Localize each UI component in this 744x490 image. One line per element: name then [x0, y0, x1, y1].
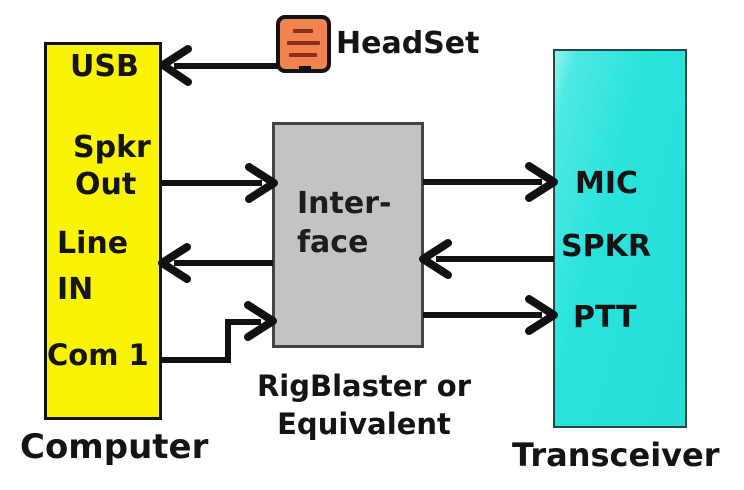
interface-caption-line1: RigBlaster or [256, 369, 472, 403]
arrow-head [159, 45, 192, 86]
arrow-head [525, 162, 558, 202]
headset-icon-tab [299, 66, 311, 71]
arrow-com1-to-interface [160, 301, 277, 363]
interface-caption-line2: Equivalent [277, 407, 451, 441]
arrow-interface-to-ptt [423, 295, 558, 335]
port-label-spkr: Spkr [73, 130, 151, 165]
headset-icon [276, 15, 331, 73]
arrow-interface-to-mic [423, 162, 558, 202]
arrow-head [245, 163, 278, 203]
transceiver-box [553, 49, 687, 428]
transceiver-caption: Transceiver [512, 436, 720, 474]
arrow-head [419, 239, 452, 279]
arrow-spkrout-to-interface [161, 163, 278, 203]
headset-icon-line [287, 41, 320, 45]
port-label-usb: USB [70, 49, 139, 84]
arrow-head [525, 295, 558, 335]
arrow-head [244, 301, 277, 341]
computer-box [44, 42, 162, 420]
port-label-spkr: SPKR [561, 229, 651, 264]
interface-box [272, 122, 424, 348]
port-label-in: IN [57, 272, 94, 307]
headset-caption: HeadSet [336, 26, 480, 61]
headset-icon-line [293, 29, 313, 33]
port-label-ptt: PTT [573, 300, 637, 335]
port-label-out: Out [75, 167, 137, 202]
port-label-line: Line [57, 226, 129, 261]
arrow-interface-to-linein [158, 243, 273, 283]
arrow-headset-to-usb [159, 45, 278, 86]
port-label-mic: MIC [575, 166, 639, 201]
interface-label-line2: face [297, 225, 369, 260]
arrow-head [158, 243, 191, 283]
computer-caption: Computer [20, 427, 209, 467]
headset-icon-line [289, 53, 317, 57]
interface-label-line1: Inter- [297, 186, 392, 221]
arrow-shaft [160, 319, 261, 363]
arrow-spkr-to-interface [419, 239, 554, 279]
port-label-com1: Com 1 [47, 338, 149, 372]
interface-caption: RigBlaster or Equivalent [238, 367, 490, 443]
